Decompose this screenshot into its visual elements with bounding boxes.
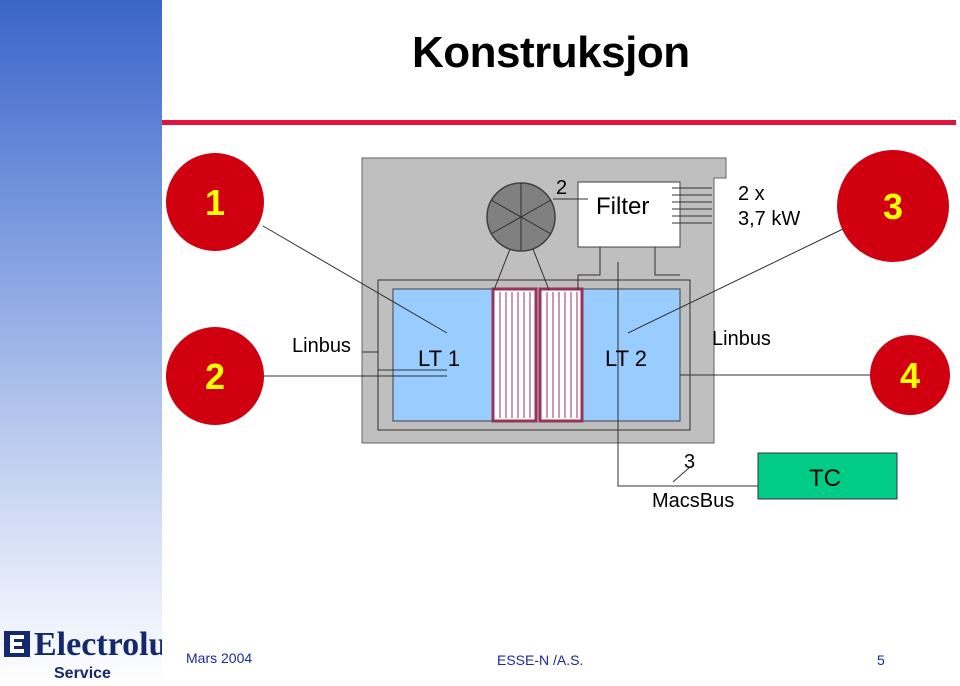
- lt2-label: LT 2: [605, 346, 647, 371]
- lt1-label: LT 1: [418, 346, 460, 371]
- heat-exchanger-left: [491, 287, 538, 423]
- footer-center: ESSE-N /A.S.: [497, 652, 584, 668]
- tc-box: [757, 452, 898, 500]
- footer-page-number: 5: [877, 652, 885, 668]
- linbus-left-label: Linbus: [292, 335, 351, 357]
- tc-label: TC: [809, 465, 841, 492]
- fan-icon: [486, 182, 556, 252]
- filter-box: [577, 181, 681, 248]
- heat-exchanger-right: [538, 287, 584, 423]
- linbus-right-label: Linbus: [712, 328, 771, 350]
- marker-1-label: 1: [205, 182, 225, 223]
- logo-brand-text: Electrolux: [34, 626, 162, 663]
- page-title: Konstruksjon: [412, 28, 690, 77]
- marker-4: 4: [870, 335, 950, 415]
- marker-2: 2: [166, 327, 264, 425]
- footer-date: Mars 2004: [186, 650, 253, 666]
- logo-sub-text: Service: [54, 665, 111, 682]
- electrolux-logo: Electrolux Service: [4, 626, 162, 682]
- marker-1: 1: [166, 153, 264, 251]
- tank-lt2: [581, 288, 681, 422]
- fan-number-label: 2: [556, 177, 567, 199]
- marker-2-label: 2: [205, 356, 225, 397]
- marker-4-label: 4: [900, 355, 920, 396]
- filter-label: Filter: [596, 193, 649, 220]
- marker-3: 3: [837, 150, 949, 262]
- macsbus-number-label: 3: [684, 451, 695, 473]
- power-label-line1: 2 x: [738, 183, 765, 205]
- filter-stripes: [672, 187, 712, 224]
- sidebar-gradient: [0, 0, 162, 686]
- macsbus-label: MacsBus: [652, 490, 734, 512]
- marker-3-label: 3: [883, 186, 903, 227]
- electrolux-emblem-icon: [4, 631, 30, 657]
- power-label-line2: 3,7 kW: [738, 208, 800, 230]
- title-underline: [162, 120, 956, 125]
